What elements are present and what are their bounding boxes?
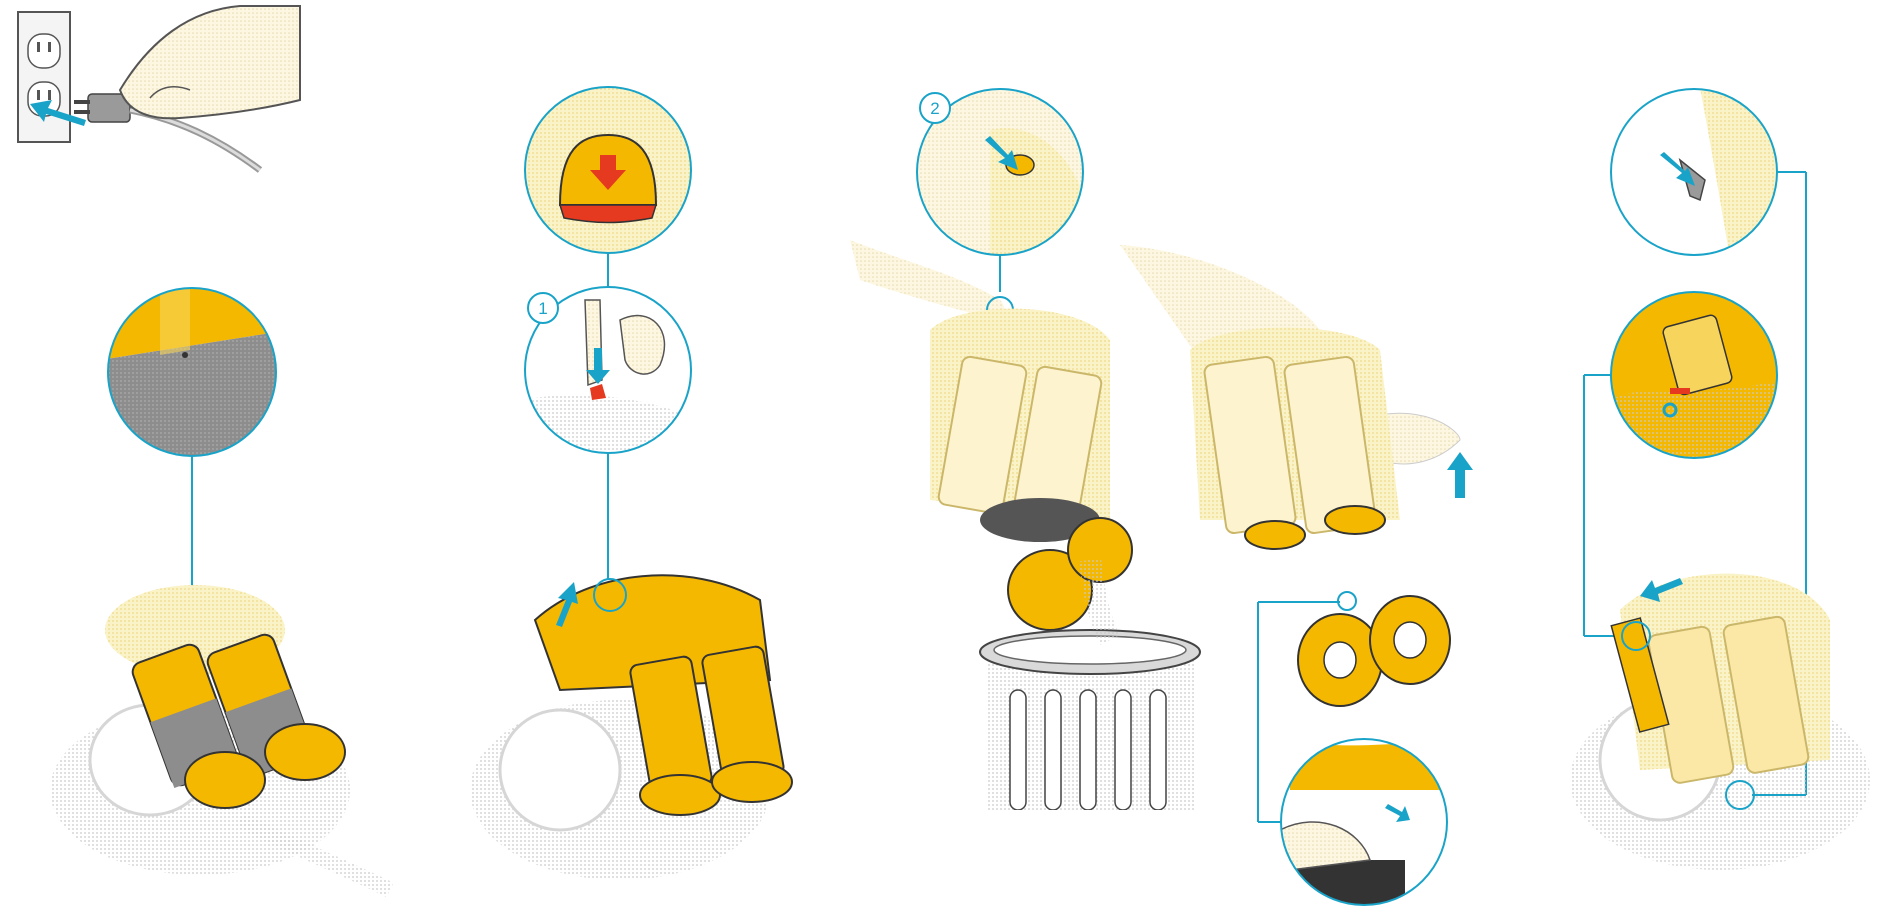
step-unplug <box>18 6 300 170</box>
release-button-icon <box>525 87 691 253</box>
hand-icon <box>120 6 300 118</box>
bin-release-callout: 2 <box>915 88 1085 260</box>
latch-callout <box>1610 290 1780 460</box>
step-label-1: 1 <box>538 299 547 318</box>
step-empty-bin: 2 <box>850 88 1200 820</box>
vacuum-body <box>470 575 792 880</box>
step-check-max-line <box>50 280 390 890</box>
lift-arrow-icon <box>1447 452 1473 498</box>
wall-socket-icon <box>18 12 70 142</box>
step-label-2: 2 <box>930 99 939 118</box>
cyclone-unit <box>50 585 390 890</box>
base-discs <box>1298 596 1450 706</box>
clip-callout <box>1610 88 1780 258</box>
max-line-callout <box>100 280 290 470</box>
assembled-vacuum <box>1570 574 1870 870</box>
step-refit-bin <box>1570 88 1870 870</box>
base-latch-callout <box>1280 738 1450 909</box>
finger-press-callout: 1 <box>520 285 700 460</box>
step-press-release-button: 1 <box>470 87 792 880</box>
